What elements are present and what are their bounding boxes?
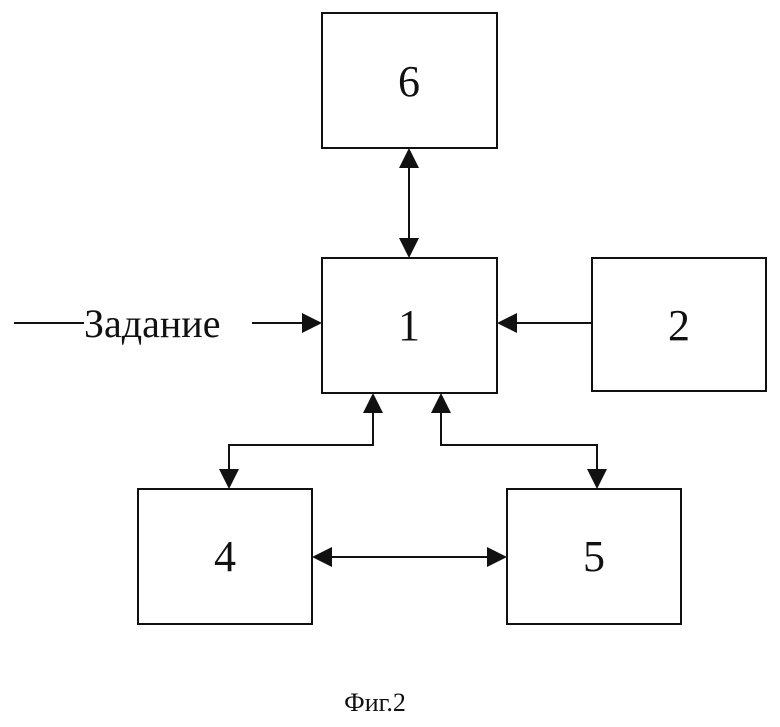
input-label: Задание (84, 301, 220, 346)
block-6-label: 6 (398, 57, 420, 106)
block-4: 4 (138, 489, 312, 624)
arrow-1-4 (229, 395, 373, 487)
block-1-label: 1 (398, 301, 420, 350)
arrow-1-5 (441, 395, 597, 487)
block-5: 5 (507, 489, 681, 624)
block-1: 1 (322, 258, 497, 393)
block-6: 6 (322, 13, 497, 148)
figure-caption: Фиг.2 (344, 688, 406, 717)
block-5-label: 5 (583, 532, 605, 581)
block-2: 2 (592, 258, 766, 391)
block-4-label: 4 (214, 532, 236, 581)
block-2-label: 2 (668, 301, 690, 350)
